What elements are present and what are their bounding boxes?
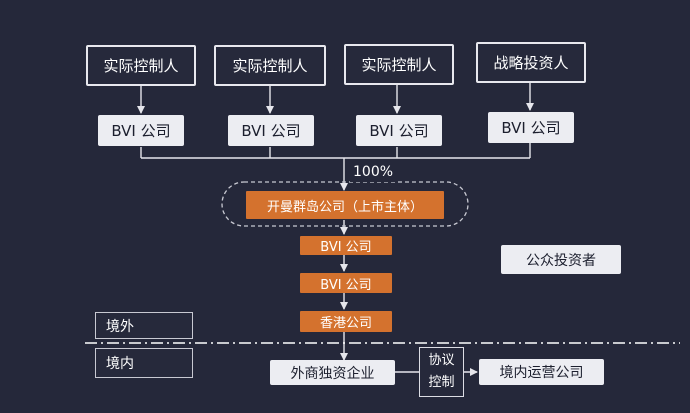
bvi-mid-box-2: BVI 公司 <box>300 273 392 293</box>
ownership-percent-label: 100% <box>350 162 397 182</box>
bvi-mid-box-1: BVI 公司 <box>300 236 392 255</box>
bvi-box-4: BVI 公司 <box>488 112 574 143</box>
hk-company-box: 香港公司 <box>300 311 392 332</box>
controller-box-1: 实际控制人 <box>86 45 196 86</box>
agreement-control-label: 协议 控制 <box>419 347 464 397</box>
public-investors-box: 公众投资者 <box>501 245 621 274</box>
listing-entity-outline <box>221 181 469 227</box>
bvi-box-2: BVI 公司 <box>228 115 314 146</box>
controller-box-3: 实际控制人 <box>344 44 454 85</box>
strategic-investor-box: 战略投资人 <box>476 42 586 83</box>
domestic-operating-company-box: 境内运营公司 <box>479 359 604 385</box>
wfoe-box: 外商独资企业 <box>270 360 395 385</box>
agreement-label-line2: 控制 <box>428 375 455 390</box>
bvi-box-3: BVI 公司 <box>356 115 442 146</box>
controller-box-2: 实际控制人 <box>214 45 326 86</box>
bvi-box-1: BVI 公司 <box>98 115 184 146</box>
onshore-zone-label: 境内 <box>95 348 193 378</box>
offshore-zone-label: 境外 <box>95 312 193 339</box>
agreement-label-line1: 协议 <box>428 353 455 368</box>
cayman-company-box: 开曼群岛公司（上市主体） <box>246 191 444 219</box>
